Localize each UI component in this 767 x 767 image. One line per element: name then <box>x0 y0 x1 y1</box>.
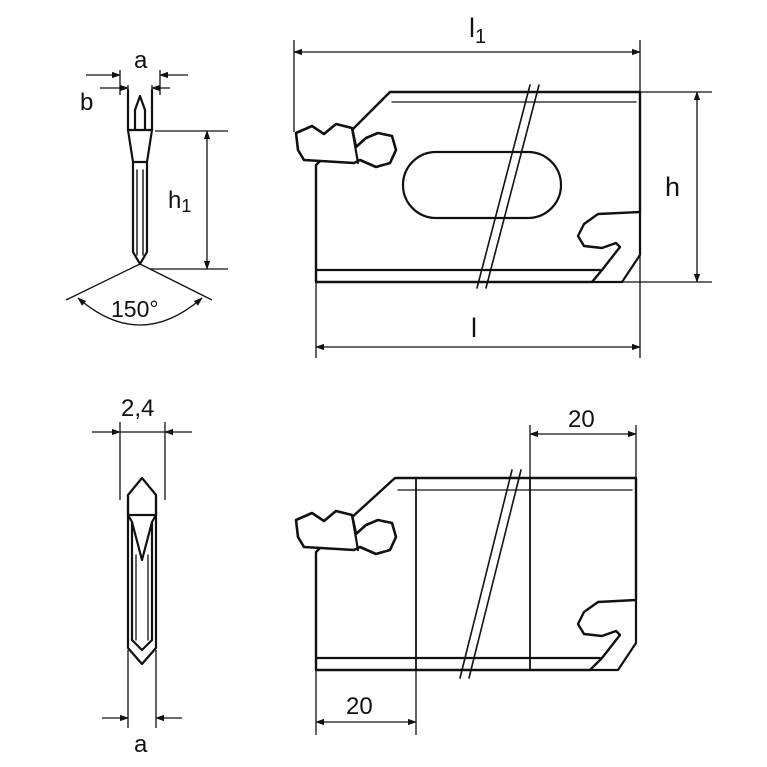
label-20-bottom: 20 <box>346 693 373 720</box>
label-angle: 150° <box>111 296 159 322</box>
label-a-top: a <box>134 47 148 74</box>
top-side-view: a b h1 150° <box>65 47 228 326</box>
label-h: h <box>665 172 680 202</box>
label-b: b <box>80 89 93 116</box>
bottom-plan-view: 20 20 <box>294 406 638 735</box>
label-h1: h1 <box>168 187 191 216</box>
label-a-bottom: a <box>134 731 148 758</box>
label-20-top: 20 <box>568 406 595 433</box>
label-l: l <box>471 313 477 343</box>
bottom-end-view: 2,4 a <box>92 395 192 758</box>
top-plan-view: l1 h l <box>293 13 712 358</box>
label-l1: l1 <box>469 13 486 48</box>
label-2-4: 2,4 <box>121 395 154 422</box>
